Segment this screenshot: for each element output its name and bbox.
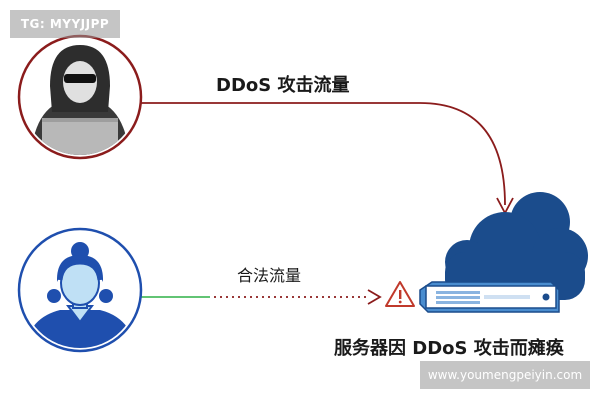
hair xyxy=(56,255,104,282)
sunglasses-icon xyxy=(64,74,96,83)
server-status-label: 服务器因 DDoS 攻击而瘫痪 xyxy=(334,338,564,359)
server-vent xyxy=(436,291,480,304)
watermark-top: TG: MYYJJPP xyxy=(10,10,120,38)
legit-traffic-label: 合法流量 xyxy=(237,266,302,285)
user-avatar xyxy=(17,227,143,353)
attacker-avatar xyxy=(17,34,143,160)
attack-traffic-arrow xyxy=(140,102,506,206)
laptop-icon xyxy=(42,118,118,155)
server-icon xyxy=(419,281,560,313)
attack-traffic-label: DDoS 攻击流量 xyxy=(216,75,350,96)
warning-icon xyxy=(385,281,415,307)
server-power-light xyxy=(542,293,550,301)
watermark-bottom: www.youmengpeiyin.com xyxy=(420,361,590,389)
legit-arrowhead-icon xyxy=(367,289,382,305)
